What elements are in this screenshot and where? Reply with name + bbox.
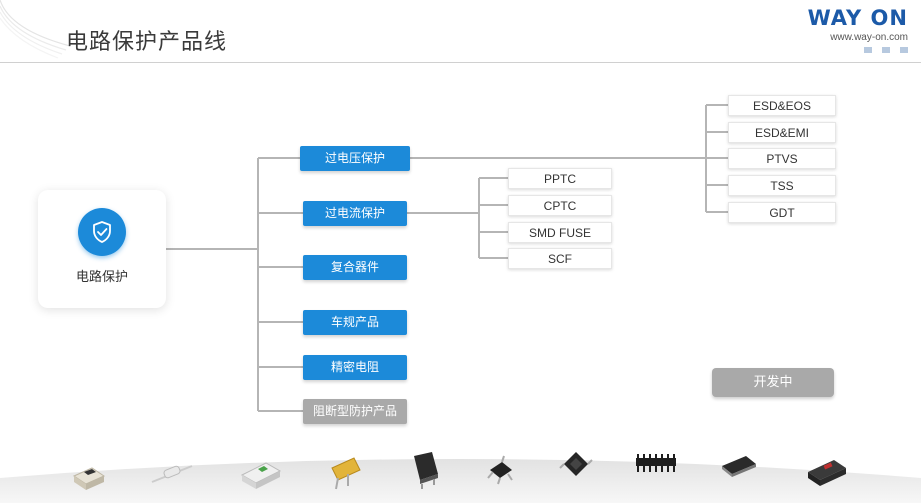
product-scf[interactable]: SCF (508, 248, 612, 269)
diode-package-image (559, 452, 593, 476)
root-node-card: 电路保护 (38, 190, 166, 308)
axial-ptc-image (151, 465, 193, 483)
category-overvoltage-protection[interactable]: 过电压保护 (300, 146, 410, 171)
product-gdt[interactable]: GDT (728, 202, 836, 223)
shield-check-icon (78, 208, 126, 256)
product-showcase-floor (0, 459, 921, 503)
logo-dots (864, 47, 908, 53)
product-smd-fuse[interactable]: SMD FUSE (508, 222, 612, 243)
product-esd-eos[interactable]: ESD&EOS (728, 95, 836, 116)
company-logo: WAY ON www.way-on.com (808, 6, 908, 54)
product-pptc[interactable]: PPTC (508, 168, 612, 189)
category-automotive-products[interactable]: 车规产品 (303, 310, 407, 335)
corner-decoration (0, 0, 71, 59)
smd-chip-image (722, 456, 756, 477)
product-tss[interactable]: TSS (728, 175, 836, 196)
smd-ptc-image (240, 462, 282, 489)
category-composite-devices[interactable]: 复合器件 (303, 255, 407, 280)
product-cptc[interactable]: CPTC (508, 195, 612, 216)
logo-wordmark: WAY ON (807, 6, 908, 30)
product-ptvs[interactable]: PTVS (728, 148, 836, 169)
root-node-label: 电路保护 (75, 270, 128, 285)
header-divider (0, 62, 921, 63)
resistor-array-image (636, 454, 676, 472)
category-overcurrent-protection[interactable]: 过电流保护 (303, 201, 407, 226)
gdt-image (414, 452, 438, 489)
category-blocking-protection[interactable]: 阻断型防护产品 (303, 399, 407, 424)
product-esd-emi[interactable]: ESD&EMI (728, 122, 836, 143)
to-package-image (808, 460, 846, 486)
category-precision-resistors[interactable]: 精密电阻 (303, 355, 407, 380)
page-title: 电路保护产品线 (66, 30, 228, 55)
sot-package-image (487, 455, 513, 485)
in-development-badge: 开发中 (712, 368, 834, 397)
smd-fuse-image (72, 467, 106, 490)
logo-url: www.way-on.com (830, 32, 908, 43)
radial-ptc-image (331, 457, 361, 490)
